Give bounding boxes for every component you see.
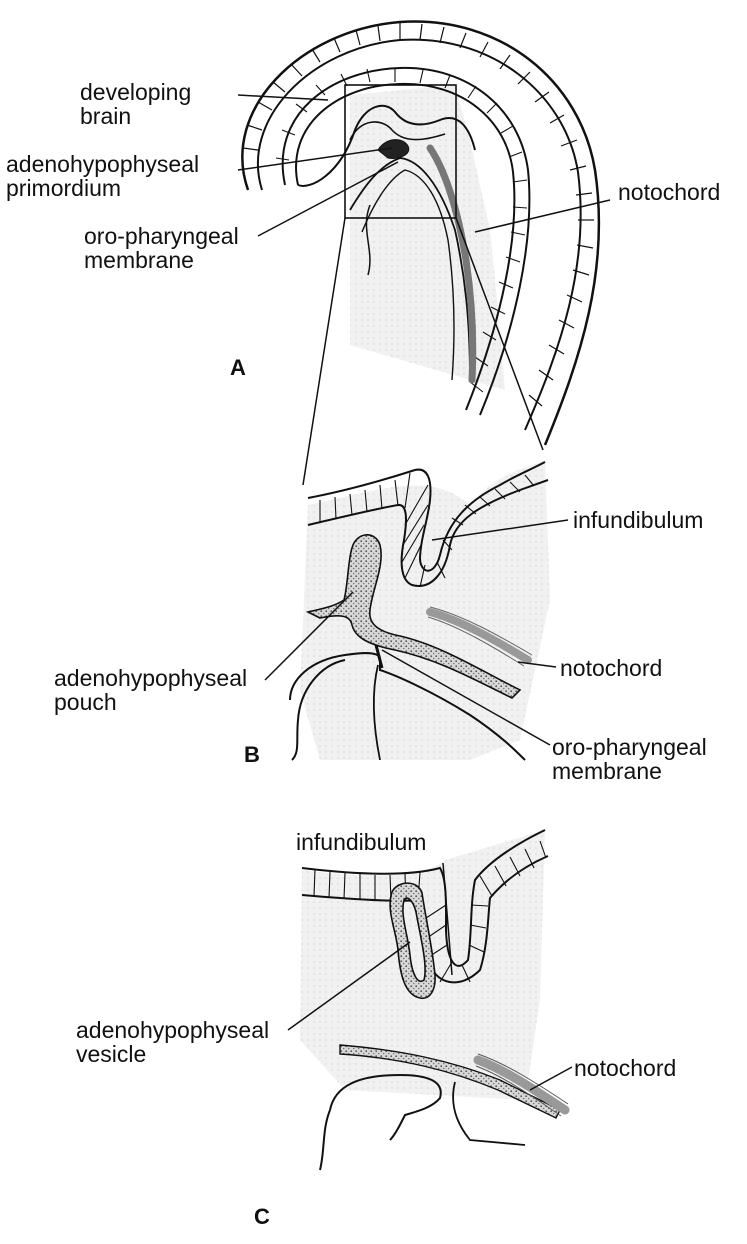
panel-a-drawing [238,21,610,485]
panel-a-letter: A [230,355,246,381]
panel-c-mouth-outline-2 [320,1110,330,1170]
panel-c-drawing [288,830,572,1170]
label-infundibulum-c: infundibulum [296,830,426,854]
label-notochord-c: notochord [574,1056,676,1080]
label-adenohypophyseal-vesicle: adenohypophyseal vesicle [76,1018,269,1066]
zoom-line-left [303,218,345,485]
label-developing-brain: developing brain [80,80,191,128]
embryo-head-region [350,85,505,390]
label-infundibulum-b: infundibulum [573,508,703,532]
label-oro-pharyngeal-membrane-a: oro-pharyngeal membrane [84,224,239,272]
label-adenohypophyseal-pouch: adenohypophyseal pouch [54,666,247,714]
label-notochord-a: notochord [618,180,720,204]
panel-b-drawing [265,460,568,760]
panel-b-letter: B [244,742,260,768]
panel-c-letter: C [254,1204,270,1230]
label-oro-pharyngeal-membrane-b: oro-pharyngeal membrane [552,735,707,783]
label-adenohypophyseal-primordium: adenohypophyseal primordium [6,152,199,200]
label-notochord-b: notochord [560,656,662,680]
